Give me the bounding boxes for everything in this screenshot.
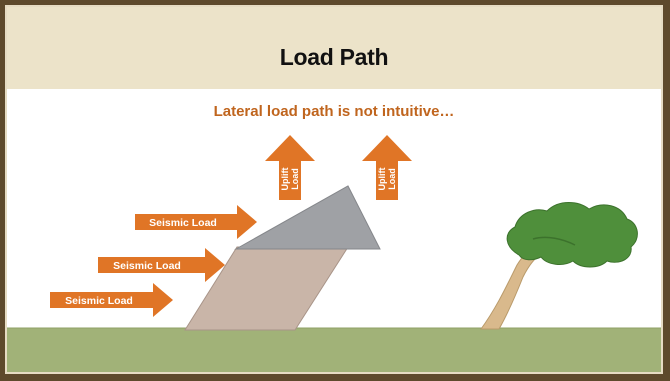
seismic-arrow-bottom: Seismic Load bbox=[50, 283, 173, 317]
seismic-arrow-top: Seismic Load bbox=[135, 205, 257, 239]
ground bbox=[7, 328, 661, 372]
seismic-arrow-middle: Seismic Load bbox=[98, 248, 225, 282]
slide-title: Load Path bbox=[279, 44, 389, 70]
uplift-arrow-left: UpliftLoad bbox=[265, 135, 315, 200]
load-path-illustration: Seismic Load Seismic Load Seismic Load U… bbox=[7, 135, 661, 372]
slide-subtitle: Lateral load path is not intuitive… bbox=[213, 103, 455, 120]
uplift-load-label: UpliftLoad bbox=[377, 168, 397, 191]
bending-tree-icon bbox=[480, 202, 638, 330]
seismic-load-label: Seismic Load bbox=[113, 260, 181, 272]
house-roof bbox=[234, 185, 381, 250]
slide: Load Path Lateral load path is not intui… bbox=[5, 5, 663, 374]
uplift-load-label: UpliftLoad bbox=[280, 168, 300, 191]
seismic-load-label: Seismic Load bbox=[149, 217, 217, 229]
seismic-load-label: Seismic Load bbox=[65, 295, 133, 307]
uplift-arrow-right: UpliftLoad bbox=[362, 135, 412, 200]
title-bar bbox=[7, 7, 661, 89]
